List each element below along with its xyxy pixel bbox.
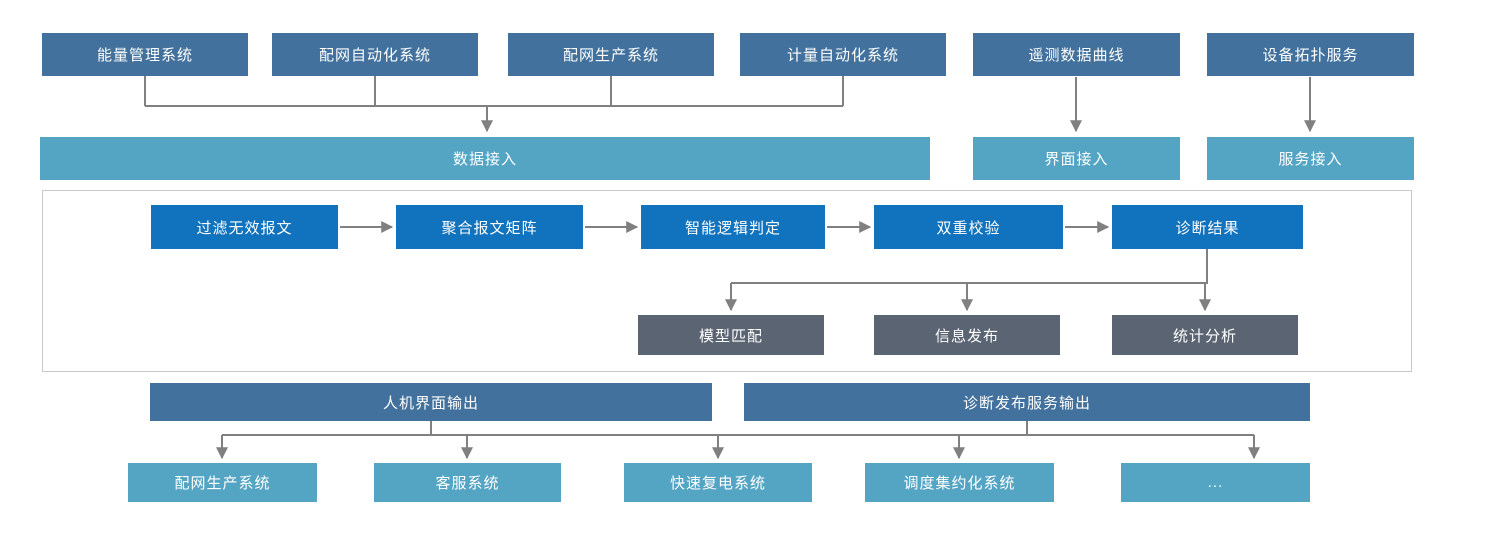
- node-device-topology-service: 设备拓扑服务: [1207, 33, 1414, 76]
- node-filter-invalid-messages: 过滤无效报文: [151, 205, 338, 249]
- node-consumer-distribution-production-system: 配网生产系统: [128, 463, 317, 502]
- connector-result-branch: [731, 249, 1208, 284]
- diagnosis-engine-container: [42, 190, 1412, 372]
- node-consumer-rapid-power-restoration-system: 快速复电系统: [624, 463, 812, 502]
- bar-hmi-output: 人机界面输出: [150, 383, 712, 421]
- node-consumer-more: ...: [1121, 463, 1310, 502]
- node-aggregate-message-matrix: 聚合报文矩阵: [396, 205, 583, 249]
- node-metering-automation-system: 计量自动化系统: [740, 33, 946, 76]
- node-double-verification: 双重校验: [874, 205, 1063, 249]
- node-consumer-customer-service-system: 客服系统: [374, 463, 561, 502]
- bar-service-access: 服务接入: [1207, 137, 1414, 180]
- bar-diagnosis-publish-service-output: 诊断发布服务输出: [744, 383, 1310, 421]
- connector-bottom-bus: [222, 421, 1254, 436]
- node-consumer-dispatch-centralization-system: 调度集约化系统: [865, 463, 1054, 502]
- connector-top-bus: [144, 76, 844, 107]
- bar-ui-access: 界面接入: [973, 137, 1180, 180]
- node-distribution-automation-system: 配网自动化系统: [272, 33, 478, 76]
- node-energy-management-system: 能量管理系统: [42, 33, 248, 76]
- node-diagnosis-result: 诊断结果: [1112, 205, 1303, 249]
- node-intelligent-logic-judgment: 智能逻辑判定: [641, 205, 825, 249]
- node-statistics-analysis: 统计分析: [1112, 315, 1298, 355]
- node-model-matching: 模型匹配: [638, 315, 824, 355]
- bar-data-access: 数据接入: [40, 137, 930, 180]
- node-telemetry-data-curve: 遥测数据曲线: [973, 33, 1180, 76]
- node-distribution-production-system: 配网生产系统: [508, 33, 714, 76]
- node-info-publishing: 信息发布: [874, 315, 1060, 355]
